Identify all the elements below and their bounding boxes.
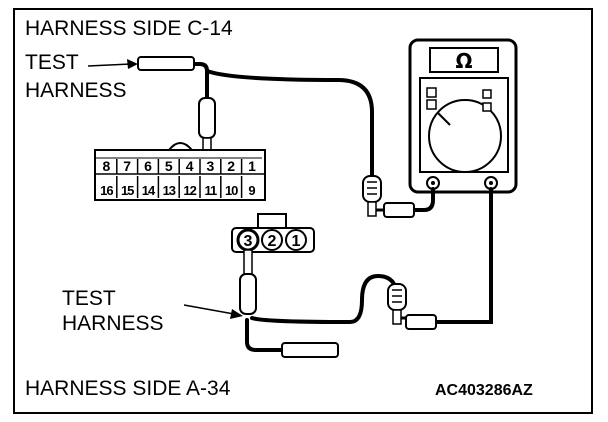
c14-pin-top-4: 4 xyxy=(186,158,194,174)
ohm-symbol: Ω xyxy=(455,49,472,73)
title-bottom: HARNESS SIDE A-34 xyxy=(25,377,231,400)
a34-pin-label-3: 3 xyxy=(244,233,253,250)
wires xyxy=(190,62,493,352)
c14-pin-top-6: 6 xyxy=(144,158,152,174)
a34-pin-label-1: 1 xyxy=(292,233,301,250)
probe-a34 xyxy=(239,249,257,315)
c14-pin-top-3: 3 xyxy=(207,158,215,174)
test-label-bottom: TEST xyxy=(62,287,116,310)
c14-pin-bottom-16: 16 xyxy=(100,183,113,198)
title-top: HARNESS SIDE C-14 xyxy=(25,17,233,40)
ohm-display xyxy=(429,47,499,73)
c14-pin-bottom-9: 9 xyxy=(248,183,255,198)
c14-pin-top-7: 7 xyxy=(123,158,131,174)
figure-code: AC403286AZ xyxy=(435,382,533,399)
harness-label-bottom: HARNESS xyxy=(62,312,164,335)
c14-pin-bottom-13: 13 xyxy=(163,183,176,198)
probe-meter-right xyxy=(387,283,437,330)
test-pin-bottom xyxy=(281,342,339,358)
a34-pin-1 xyxy=(285,229,307,251)
c14-pin-top-8: 8 xyxy=(103,158,111,174)
probe-meter-left xyxy=(362,175,415,218)
a34-pin-2 xyxy=(261,229,283,251)
a34-pin-label-2: 2 xyxy=(268,233,277,250)
c14-pin-bottom-12: 12 xyxy=(183,183,196,198)
c14-pin-bottom-10: 10 xyxy=(225,183,238,198)
c14-pin-top-2: 2 xyxy=(227,158,235,174)
figure-frame xyxy=(13,8,593,414)
c14-pin-top-5: 5 xyxy=(165,158,173,174)
c14-pin-bottom-11: 11 xyxy=(205,183,218,198)
selector-dial xyxy=(428,99,502,173)
harness-label-top: HARNESS xyxy=(25,79,127,102)
probe-c14 xyxy=(198,97,216,153)
multimeter xyxy=(408,38,518,194)
c14-pin-bottom-14: 14 xyxy=(142,183,156,198)
c14-pin-bottom-15: 15 xyxy=(121,183,134,198)
test-pin-top xyxy=(137,56,195,71)
test-label-top: TEST xyxy=(25,51,79,74)
c14-pin-top-1: 1 xyxy=(248,158,256,174)
